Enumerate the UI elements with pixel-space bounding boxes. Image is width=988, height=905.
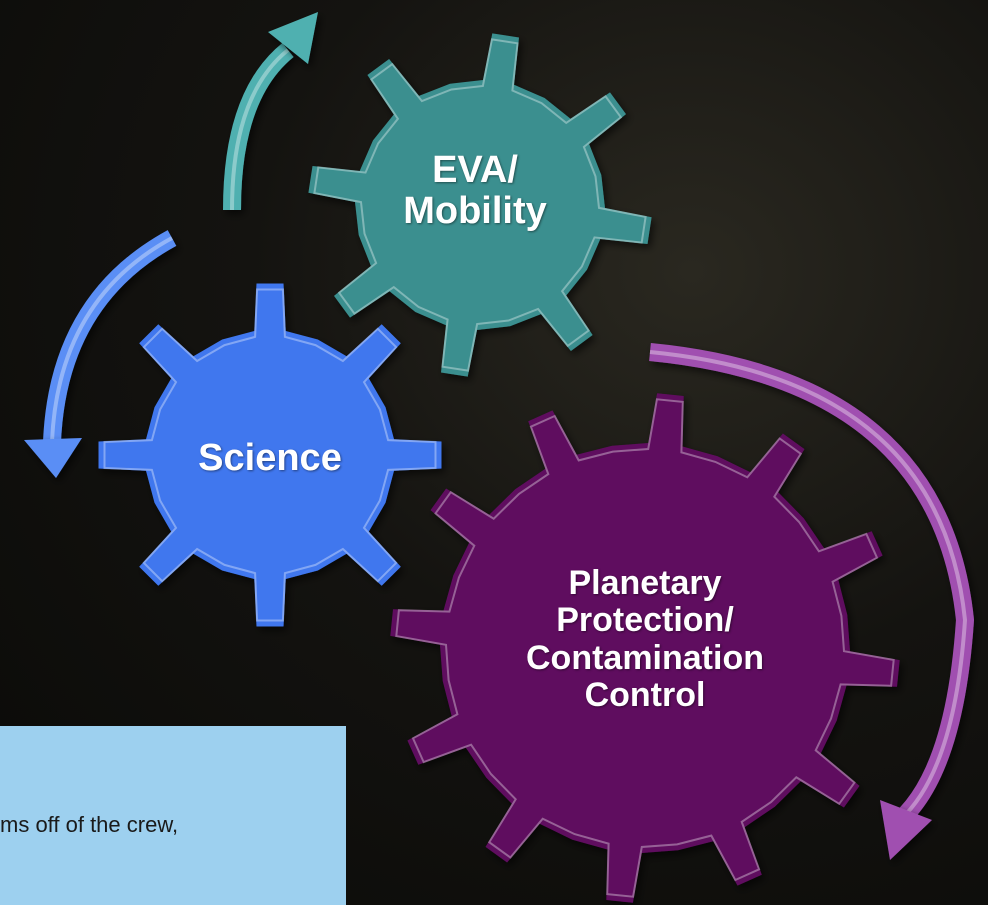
label-line: Protection/: [556, 601, 734, 640]
arrow-shaft: [649, 343, 975, 827]
gear-bevel: [103, 288, 437, 622]
gear-label-eva-mobility: EVA/ Mobility: [370, 149, 580, 233]
gear-body: [390, 393, 900, 903]
gear-bevel: [395, 398, 895, 898]
label-line: Science: [198, 437, 342, 479]
gear-eva-mobility: [308, 33, 652, 377]
curved-arrow-teal: [223, 12, 318, 211]
label-line: Mobility: [403, 190, 547, 233]
arrow-highlight: [50, 236, 173, 443]
note-box: [0, 726, 346, 905]
arrow-highlight: [230, 48, 290, 211]
curved-arrow-blue: [24, 230, 177, 478]
gear-bevel: [313, 38, 647, 372]
label-line: Planetary: [568, 564, 722, 602]
arrow-highlight: [649, 350, 968, 822]
arrow-head: [880, 800, 932, 860]
label-line: Control: [584, 676, 706, 715]
label-line: EVA/: [432, 149, 518, 191]
gear-label-science: Science: [165, 437, 375, 479]
gear-science: [98, 283, 442, 627]
gear-body: [308, 33, 652, 377]
arrow-head: [24, 438, 82, 478]
gear-label-planetary-protection: Planetary Protection/ Contamination Cont…: [480, 564, 810, 715]
arrow-head: [268, 12, 318, 64]
arrow-shaft: [43, 230, 177, 443]
gear-planetary-protection: [390, 393, 900, 903]
label-line: Contamination: [526, 638, 764, 677]
arrow-shaft: [223, 42, 294, 211]
gear-body: [98, 283, 442, 627]
curved-arrow-purple: [649, 343, 975, 860]
note-text: ms off of the crew,: [0, 812, 179, 837]
